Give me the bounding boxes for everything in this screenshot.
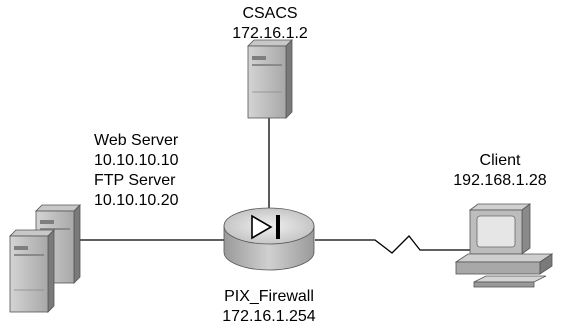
firewall-ip: 172.16.1.254: [222, 308, 316, 325]
web-server-name: Web Server: [94, 132, 179, 149]
web-server-ip: 10.10.10.10: [94, 152, 179, 169]
firewall-name: PIX_Firewall: [224, 288, 314, 305]
csacs-server-icon: [247, 39, 293, 119]
client-label: Client 192.168.1.28: [440, 151, 560, 191]
pix-firewall-icon: [223, 207, 315, 271]
csacs-name: CSACS: [242, 5, 298, 22]
ftp-server-icon: [9, 229, 55, 313]
csacs-label: CSACS 172.16.1.2: [215, 4, 325, 44]
csacs-ip: 172.16.1.2: [232, 25, 308, 42]
client-workstation-icon: [454, 203, 554, 288]
firewall-label: PIX_Firewall 172.16.1.254: [209, 287, 329, 327]
ftp-server-name: FTP Server: [94, 172, 176, 189]
client-ip: 192.168.1.28: [453, 172, 547, 189]
servers-label: Web Server 10.10.10.10 FTP Server 10.10.…: [94, 131, 179, 211]
client-name: Client: [479, 152, 521, 169]
link-firewall-client: [315, 235, 475, 254]
ftp-server-ip: 10.10.10.20: [94, 192, 179, 209]
